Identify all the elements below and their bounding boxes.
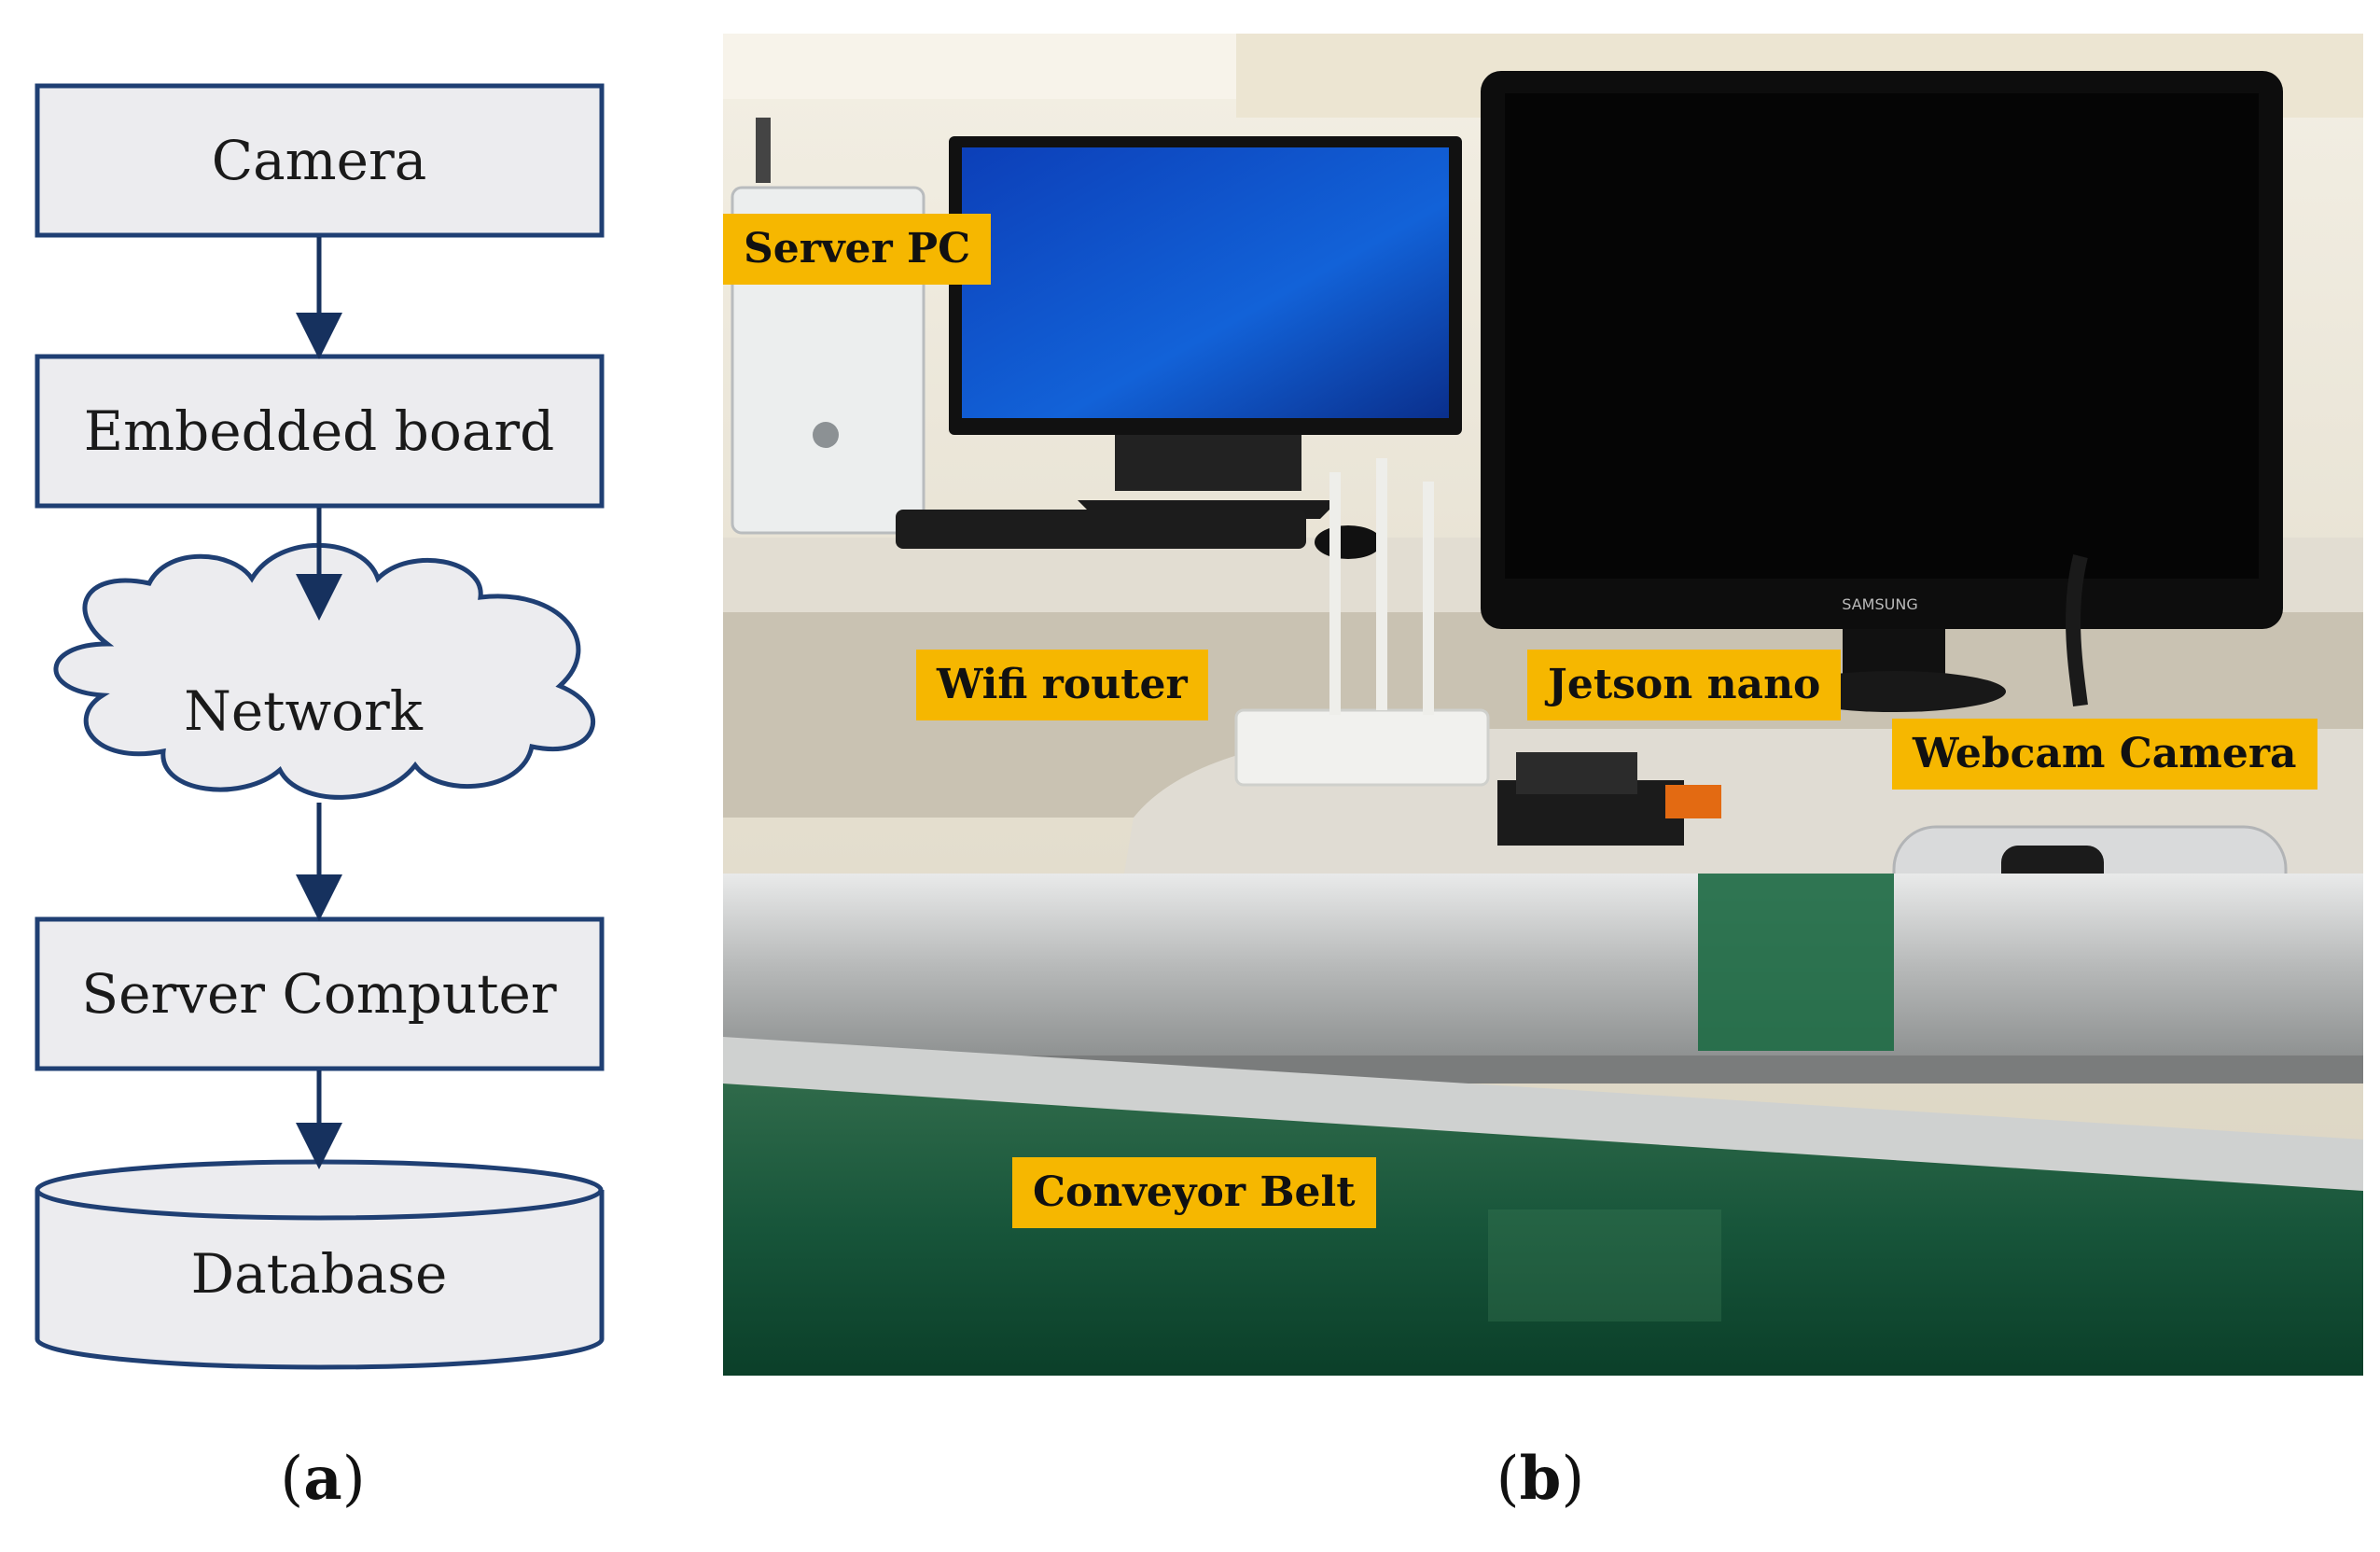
green-tape [1698, 874, 1894, 1051]
embedded-board-node: Embedded board [35, 354, 605, 509]
label-jetson-nano: Jetson nano [1527, 650, 1842, 720]
caption-b: (b) [1496, 1444, 1585, 1514]
label-webcam-camera: Webcam Camera [1892, 719, 2317, 790]
conveyor-belt [723, 1084, 2363, 1376]
camera-node: Camera [35, 83, 605, 238]
database-node-label: Database [191, 1242, 448, 1306]
server-computer-node-label: Server Computer [81, 962, 556, 1026]
network-node: Network [53, 542, 595, 800]
jetson-nano-board [1497, 752, 1721, 846]
embedded-board-node-label: Embedded board [84, 399, 554, 463]
conveyor-top-rail [723, 874, 2363, 1060]
server-computer-node: Server Computer [35, 916, 605, 1071]
setup-photo: SAMSUNG [723, 34, 2363, 1376]
wifi-router [1234, 458, 1490, 787]
keyboard [896, 510, 1306, 549]
camera-node-label: Camera [212, 129, 427, 192]
flowchart: Camera Embedded board Network Server Com… [35, 83, 605, 1370]
monitor-brand-text: SAMSUNG [1842, 595, 1917, 613]
caption-a: (a) [280, 1444, 366, 1514]
belt-reflection [1488, 1209, 1721, 1321]
network-node-label: Network [184, 679, 424, 743]
label-conveyor-belt: Conveyor Belt [1012, 1157, 1376, 1228]
small-monitor [949, 136, 1462, 519]
label-server-pc: Server PC [723, 214, 992, 285]
window [723, 34, 1236, 99]
conveyor-front-rail [723, 1037, 2363, 1191]
database-node: Database [35, 1159, 605, 1370]
caption-a-letter: a [303, 1444, 342, 1514]
mouse [1315, 525, 1382, 559]
caption-b-letter: b [1519, 1444, 1562, 1514]
label-wifi-router: Wifi router [916, 650, 1208, 720]
large-monitor: SAMSUNG [1481, 71, 2283, 712]
